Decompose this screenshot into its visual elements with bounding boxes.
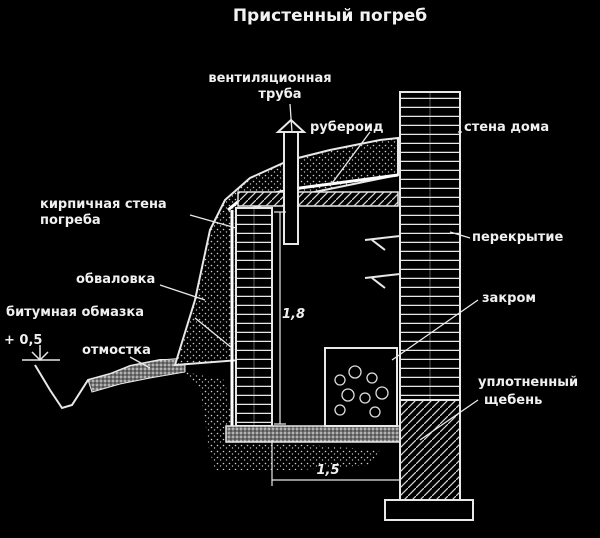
label-ceiling: перекрытие [472, 230, 563, 245]
label-level: + 0,5 [4, 333, 42, 348]
label-embankment: обваловка [76, 272, 155, 287]
label-brick-wall-2: погреба [40, 213, 101, 228]
diagram-title: Пристенный погреб [232, 6, 428, 26]
label-house-wall: стена дома [464, 120, 549, 135]
house-foundation [399, 399, 461, 501]
ventilation-pipe [275, 118, 307, 245]
label-bin: закром [482, 291, 536, 306]
shelves [364, 235, 401, 289]
soil-fill [185, 372, 380, 470]
label-brick-wall-1: кирпичная стена [40, 197, 167, 212]
label-width-dim: 1,5 [316, 463, 339, 478]
label-gravel-1: уплотненный [478, 375, 578, 390]
label-bitumen: битумная обмазка [6, 305, 144, 320]
label-vent-pipe-1: вентиляционная [208, 71, 331, 86]
ground-surface [34, 357, 186, 410]
floor-gravel [225, 425, 403, 443]
height-dimension [274, 211, 286, 425]
label-vent-pipe-2: труба [258, 87, 301, 102]
label-height-dim: 1,8 [282, 307, 305, 322]
house-footing [384, 499, 474, 521]
width-dimension [271, 440, 401, 486]
label-ruberoid: рубероид [310, 120, 384, 135]
level-marker [22, 345, 60, 362]
storage-bin [324, 347, 398, 427]
leader-lines [129, 103, 479, 441]
ceiling-slab [237, 191, 399, 207]
label-gravel-2: щебень [484, 393, 542, 408]
label-blind-area: отмостка [82, 343, 151, 358]
